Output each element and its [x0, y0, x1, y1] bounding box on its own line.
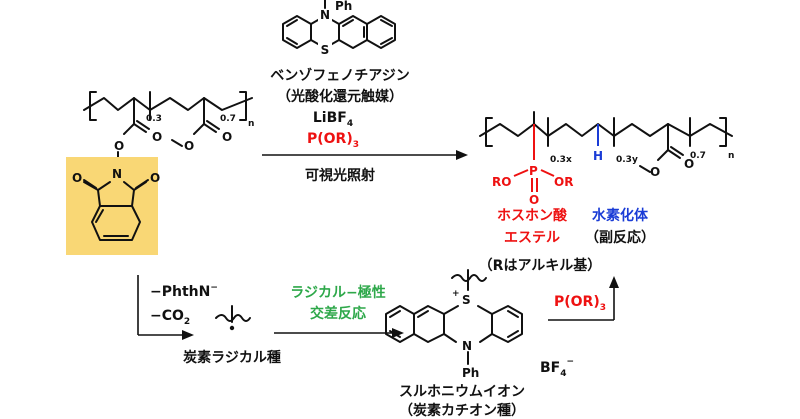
phosphonate-label-1: ホスホン酸	[497, 207, 568, 224]
crossover-label-2: 交差反応	[310, 305, 366, 322]
catalyst-name: ベンゾフェノチアジン	[270, 67, 409, 84]
hydride-label-1: 水素化体	[592, 207, 649, 224]
start-sub-x: 0.3	[146, 114, 162, 124]
catalyst-s-atom: S	[321, 43, 330, 57]
salt-reagent: LiBF4	[313, 110, 353, 129]
sulfonium-label-2: （炭素カチオン種）	[399, 402, 525, 419]
start-carbonyl-o-2: O	[222, 130, 232, 144]
phthalimide-n-atom: N	[112, 167, 122, 181]
sulfonium-ph-label: Ph	[462, 366, 479, 380]
product-polymer: 0.3x 0.3y 0.7 n P O RO OR H O O	[479, 111, 734, 207]
product-sub-a: 0.3x	[550, 155, 572, 165]
phthalimide-structure: N O O	[72, 167, 160, 241]
catalyst-role: （光酸化還元触媒）	[277, 88, 403, 105]
phthalimide-o-right: O	[150, 171, 160, 185]
loss-phthn: −PhthN−	[150, 283, 218, 300]
phosphonate-label-2: エステル	[504, 230, 560, 246]
or-right: OR	[554, 175, 573, 189]
catalyst-ph-label: Ph	[335, 0, 352, 13]
product-sub-c: 0.7	[690, 151, 706, 161]
phosphite-reagent: P(OR)3	[307, 131, 359, 150]
phosphorus-atom: P	[529, 164, 538, 178]
start-ester-o-1: O	[114, 139, 124, 153]
sulfonium-structure: S + N Ph	[385, 269, 523, 380]
loss-co2: −CO2	[150, 308, 190, 327]
product-sub-n: n	[728, 151, 734, 161]
radical-label: 炭素ラジカル種	[183, 349, 281, 366]
starting-polymer: 0.3 0.7 n O O O O	[83, 91, 254, 165]
product-carbonyl-o: O	[684, 157, 694, 171]
catalyst-n-atom: N	[320, 8, 330, 22]
ro-left: RO	[492, 175, 511, 189]
counter-ion: BF4−	[540, 357, 574, 379]
sulfonium-s-atom: S	[462, 293, 471, 307]
start-carbonyl-o-1: O	[152, 130, 162, 144]
start-sub-n: n	[248, 119, 254, 129]
product-ester-o: O	[650, 165, 660, 179]
crossover-label-1: ラジカル−極性	[290, 284, 385, 301]
condition-label: 可視光照射	[305, 167, 375, 184]
product-sub-b: 0.3y	[616, 155, 638, 165]
phosphoryl-o: O	[529, 193, 539, 207]
hydride-label-2: （副反応）	[585, 229, 655, 246]
phthalimide-o-left: O	[72, 171, 82, 185]
start-ester-o-2: O	[184, 139, 194, 153]
catalyst-structure: N Ph S	[282, 0, 396, 57]
carbon-radical	[215, 305, 251, 331]
sulfonium-label-1: スルホニウムイオン	[399, 384, 525, 400]
final-reagent: P(OR)3	[554, 294, 606, 313]
hydride-h: H	[593, 149, 603, 163]
start-sub-y: 0.7	[220, 114, 236, 124]
sulfonium-n-atom: N	[462, 339, 472, 353]
sulfonium-charge: +	[452, 289, 460, 299]
r-note: （Rはアルキル基）	[479, 257, 602, 274]
